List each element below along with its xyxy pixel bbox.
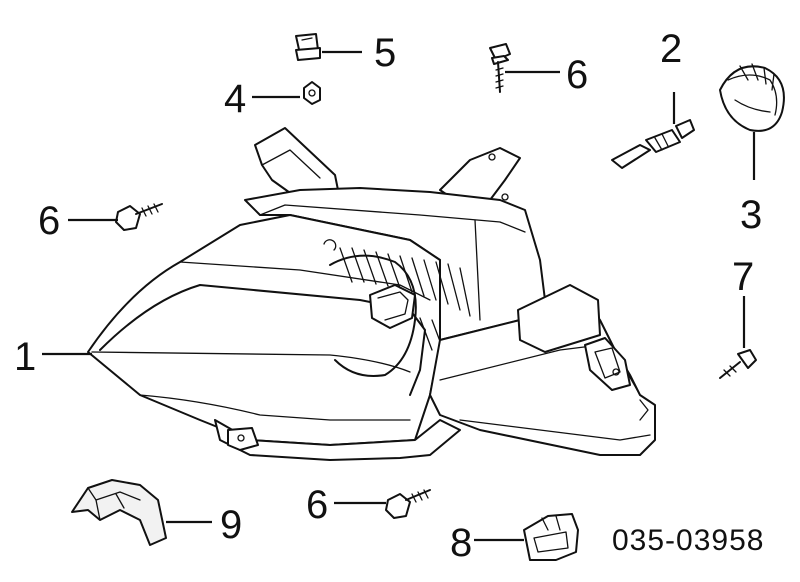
leader-lines xyxy=(42,50,756,542)
clip-part-4 xyxy=(303,81,321,105)
bracket-part-9 xyxy=(71,479,167,546)
clip-part-8 xyxy=(523,513,579,561)
callout-2: 2 xyxy=(660,27,682,71)
headlamp-assembly xyxy=(87,127,656,461)
reflector-hatching xyxy=(339,247,471,353)
callout-6-left: 6 xyxy=(38,199,60,243)
callout-5: 5 xyxy=(374,31,396,75)
catalog-code: 035-03958 xyxy=(612,524,764,557)
callout-6-top: 6 xyxy=(566,53,588,97)
bulb-cap-part-5 xyxy=(295,33,321,61)
callout-6-bottom: 6 xyxy=(306,483,328,527)
callout-1: 1 xyxy=(14,335,36,379)
bolt-part-6-left xyxy=(115,203,163,231)
callout-4: 4 xyxy=(224,77,246,121)
callout-9: 9 xyxy=(220,503,242,547)
screw-part-7 xyxy=(719,349,757,379)
callout-3: 3 xyxy=(740,193,762,237)
bolt-part-6-top xyxy=(489,43,511,93)
bulb-part-2 xyxy=(611,119,695,169)
callout-7: 7 xyxy=(732,255,754,299)
socket-part-3 xyxy=(719,63,785,132)
bolt-part-6-bottom xyxy=(385,489,431,519)
callout-8: 8 xyxy=(450,521,472,565)
callout-labels: 1 2 3 4 5 6 6 6 7 8 9 xyxy=(14,27,762,565)
